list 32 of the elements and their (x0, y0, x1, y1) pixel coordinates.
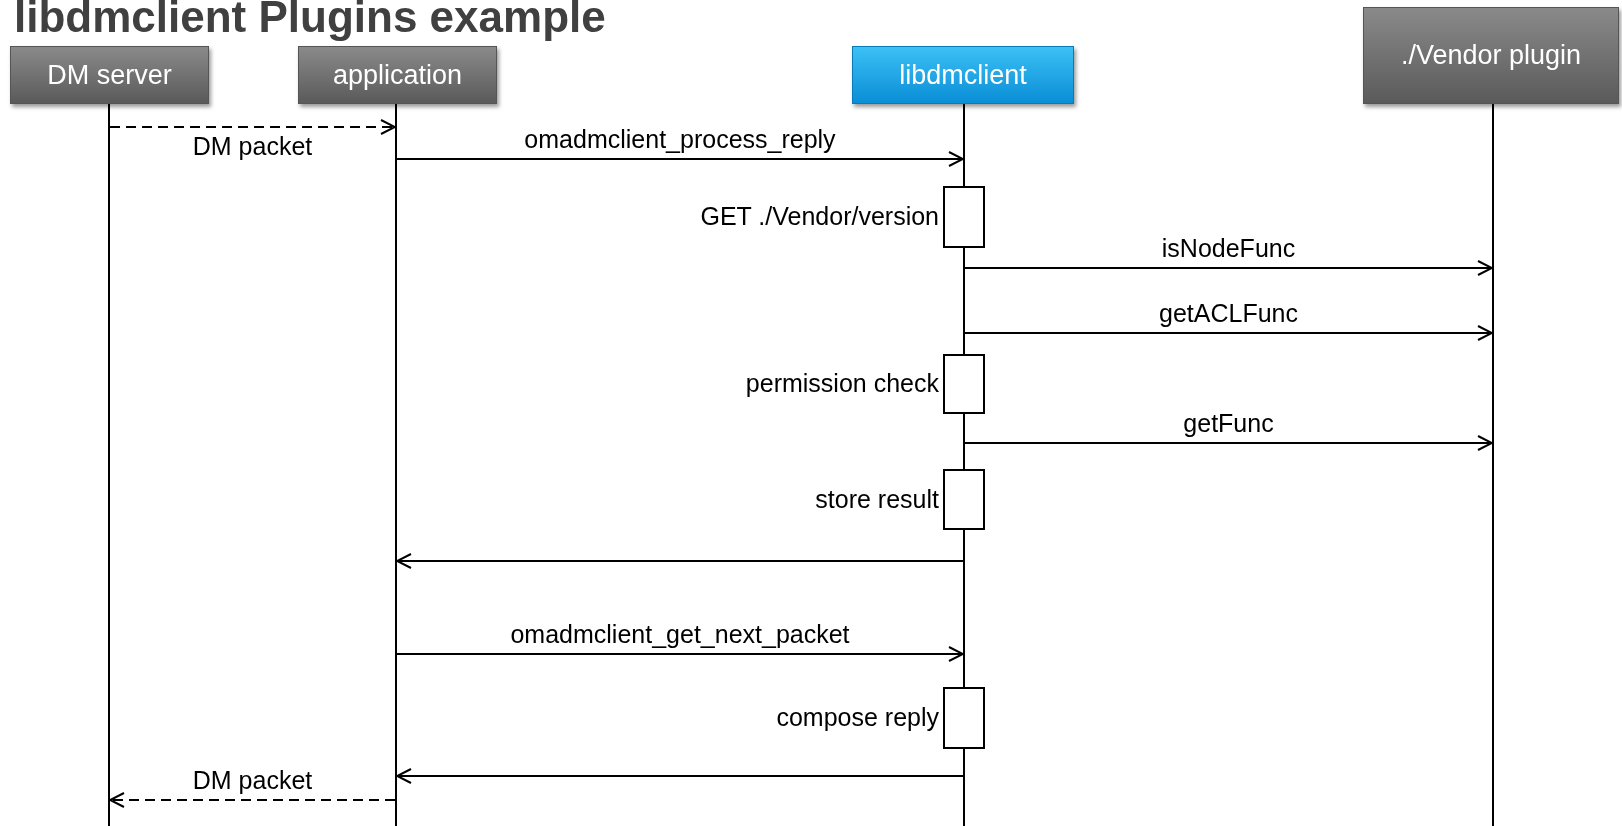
step-label: compose reply (776, 703, 939, 732)
lifeline (108, 104, 110, 826)
message-label: omadmclient_process_reply (524, 125, 836, 154)
participant-box: application (298, 46, 497, 104)
dashed-arrow (109, 119, 396, 135)
activation-box (943, 354, 985, 414)
participant-box: DM server (10, 46, 209, 104)
diagram-title: libdmclient Plugins example (14, 0, 606, 42)
message-label: getACLFunc (1159, 299, 1298, 328)
step-label: permission check (745, 369, 939, 398)
lifeline (1492, 104, 1494, 826)
step-label: store result (815, 484, 939, 514)
arrow (396, 553, 964, 569)
activation-box (943, 469, 985, 530)
message-label: getFunc (1183, 409, 1274, 438)
participant-box: ./Vendor plugin (1363, 7, 1619, 104)
message-label: omadmclient_get_next_packet (510, 620, 850, 649)
activation-box (943, 186, 985, 248)
arrow (964, 325, 1493, 341)
message-label: DM packet (192, 132, 313, 161)
lifeline (395, 104, 397, 826)
arrow (396, 768, 964, 784)
message-label: DM packet (192, 766, 313, 795)
arrow (396, 151, 964, 167)
step-label: GET ./Vendor/version (700, 202, 939, 231)
message-label: isNodeFunc (1161, 234, 1296, 263)
dashed-arrow (109, 792, 396, 808)
arrow (964, 435, 1493, 451)
participant-box: libdmclient (852, 46, 1074, 104)
activation-box (943, 687, 985, 749)
arrow (964, 260, 1493, 276)
arrow (396, 646, 964, 662)
